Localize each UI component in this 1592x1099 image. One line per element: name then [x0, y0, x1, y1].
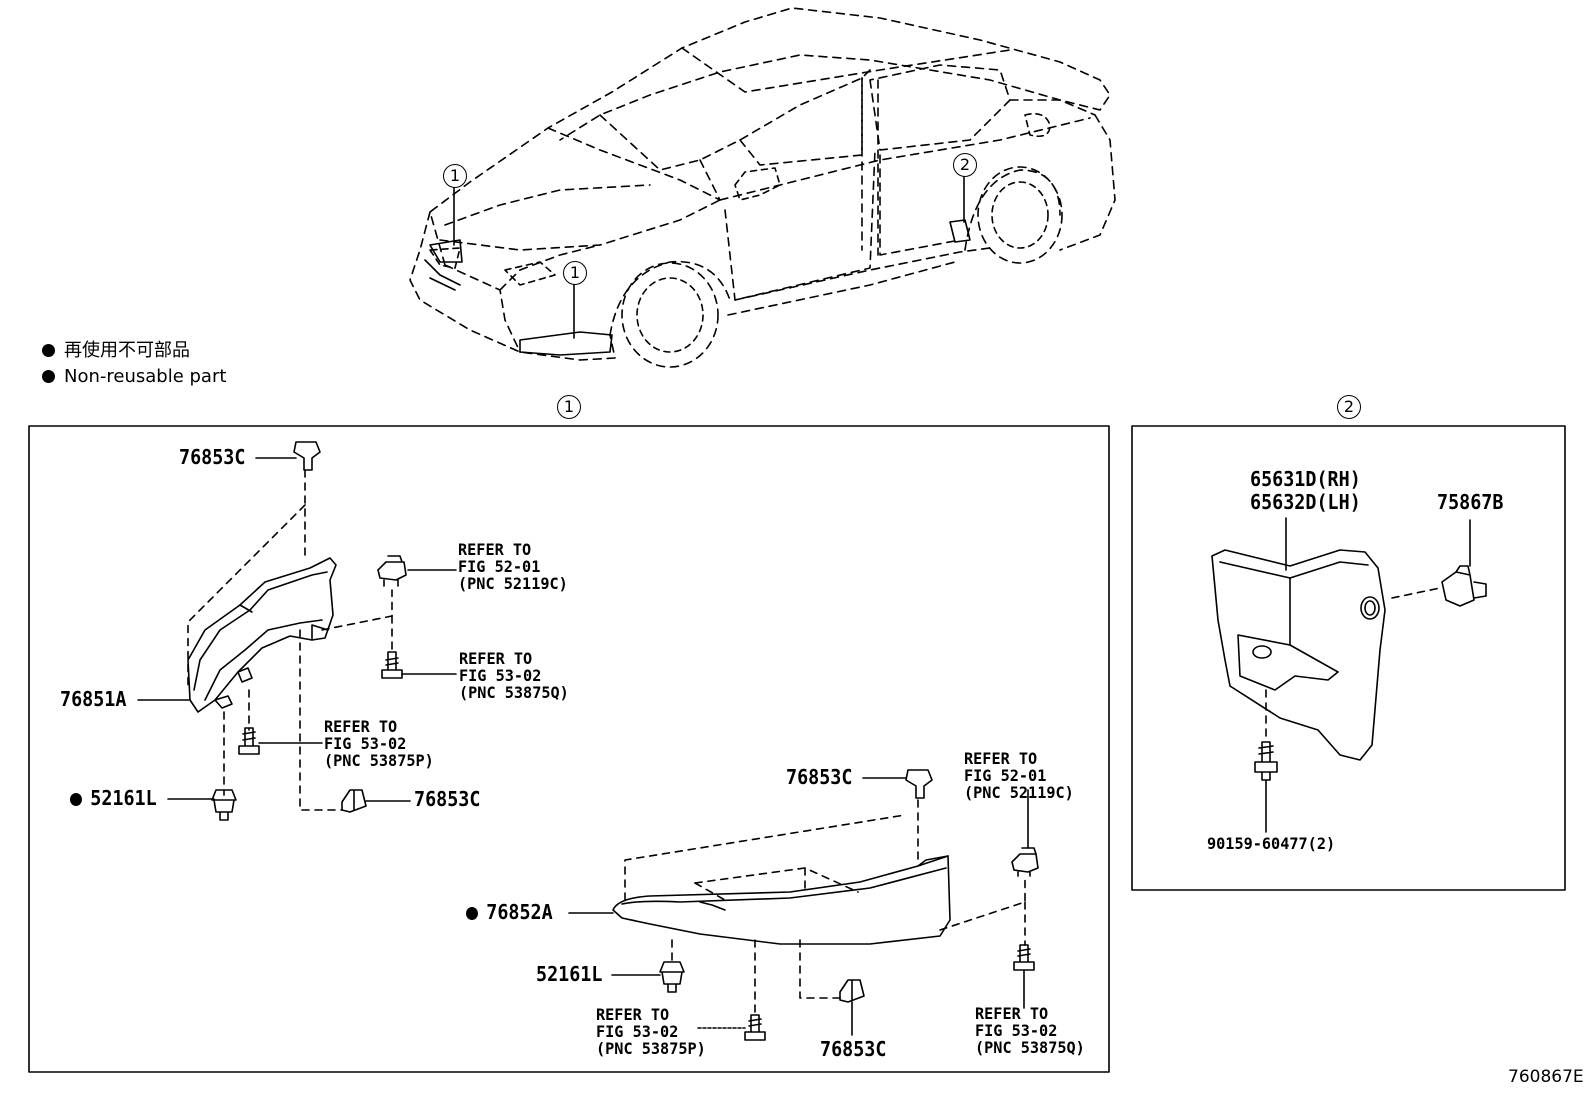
ref-fig-53-02-upper-p: REFER TO FIG 53-02 (PNC 53875P) [324, 718, 434, 769]
clip-75867B [1441, 565, 1487, 607]
ref-line: REFER TO [458, 540, 532, 559]
leader-lines-panel-1 [137, 457, 1029, 1036]
ref-line: (PNC 53875P) [596, 1039, 706, 1058]
non-reusable-dot-icon [466, 907, 478, 920]
screw-53875P-upper [238, 727, 260, 755]
ref-line: FIG 53-02 [975, 1021, 1058, 1040]
part-52161L-bottom: 52161L [536, 962, 603, 986]
screw-53875P-lower [744, 1014, 766, 1041]
part-52161L-left: 52161L [70, 786, 157, 810]
panel-1-frame [28, 425, 1110, 1073]
part-76853C-mid: 76853C [414, 787, 481, 811]
panel-2-title: 2 [1337, 395, 1361, 419]
ref-fig-52-01-upper: REFER TO FIG 52-01 (PNC 52119C) [458, 541, 568, 592]
ref-line: (PNC 53875Q) [975, 1038, 1085, 1057]
ref-line: FIG 53-02 [324, 734, 407, 753]
drawing-number: 760867E [1508, 1067, 1584, 1087]
leader-lines-panel-2 [1265, 517, 1471, 833]
callout-1-front-lower: 1 [563, 261, 587, 285]
ref-line: REFER TO [964, 749, 1038, 768]
panel-1-title: 1 [557, 395, 581, 419]
mudguard-upper [187, 557, 337, 713]
guide-lines-panel-2 [1265, 587, 1441, 743]
part-76853C-top: 76853C [179, 445, 246, 469]
part-90159-60477: 90159-60477(2) [1207, 834, 1336, 853]
callout-1-front-upper: 1 [443, 164, 467, 188]
ref-line: REFER TO [459, 649, 533, 668]
ref-line: FIG 52-01 [964, 766, 1047, 785]
legend-jp: 再使用不可部品 [42, 341, 190, 361]
part-76852A: 76852A [466, 900, 553, 924]
ref-fig-53-02-lower-q: REFER TO FIG 53-02 (PNC 53875Q) [975, 1005, 1085, 1056]
non-reusable-dot-icon [42, 370, 55, 383]
non-reusable-dot-icon [42, 344, 55, 357]
ref-line: REFER TO [596, 1005, 670, 1024]
spoiler-lower [612, 855, 951, 945]
ref-line: (PNC 53875Q) [459, 683, 569, 702]
part-65631D-rh: 65631D(RH) [1250, 467, 1361, 491]
clip-52161L-bottom [659, 961, 685, 993]
part-76852A-text: 76852A [486, 900, 553, 924]
ref-fig-52-01-lower: REFER TO FIG 52-01 (PNC 52119C) [964, 750, 1074, 801]
clip-52119C-upper [377, 555, 407, 587]
ref-line: FIG 53-02 [596, 1022, 679, 1041]
non-reusable-dot-icon [70, 793, 82, 806]
screw-53875Q-upper [381, 651, 403, 679]
ref-fig-53-02-upper-q: REFER TO FIG 53-02 (PNC 53875Q) [459, 650, 569, 701]
part-76851A: 76851A [60, 687, 127, 711]
guide-lines-upper [187, 469, 393, 811]
clip-76853C-bottom [839, 979, 865, 1003]
legend-en-text: Non-reusable part [64, 366, 227, 387]
guide-lines-lower [624, 799, 1026, 1016]
ref-line: REFER TO [324, 717, 398, 736]
part-76853C-bottom: 76853C [820, 1037, 887, 1061]
clip-52119C-lower [1011, 847, 1039, 877]
clip-76853C-top [293, 441, 321, 471]
part-65632D-lh: 65632D(LH) [1250, 490, 1361, 514]
part-75867B: 75867B [1437, 490, 1504, 514]
clip-52161L-left [211, 789, 237, 821]
ref-line: REFER TO [975, 1004, 1049, 1023]
callout-2-rear: 2 [953, 153, 977, 177]
car-illustration [409, 7, 1116, 368]
part-52161L-left-text: 52161L [90, 786, 157, 810]
ref-line: (PNC 53875P) [324, 751, 434, 770]
screw-90159 [1254, 741, 1278, 781]
ref-fig-53-02-lower-p: REFER TO FIG 53-02 (PNC 53875P) [596, 1006, 706, 1057]
ref-line: (PNC 52119C) [458, 574, 568, 593]
panel-2-frame [1131, 425, 1566, 891]
legend-en: Non-reusable part [42, 367, 226, 387]
legend-jp-text: 再使用不可部品 [64, 340, 190, 361]
ref-line: FIG 53-02 [459, 666, 542, 685]
clip-76853C-mid [341, 789, 367, 813]
ref-line: (PNC 52119C) [964, 783, 1074, 802]
part-76853C-right: 76853C [786, 765, 853, 789]
bracket-65631D [1211, 549, 1386, 761]
clip-76853C-right [905, 769, 933, 799]
screw-53875Q-lower [1013, 944, 1035, 971]
ref-line: FIG 52-01 [458, 557, 541, 576]
